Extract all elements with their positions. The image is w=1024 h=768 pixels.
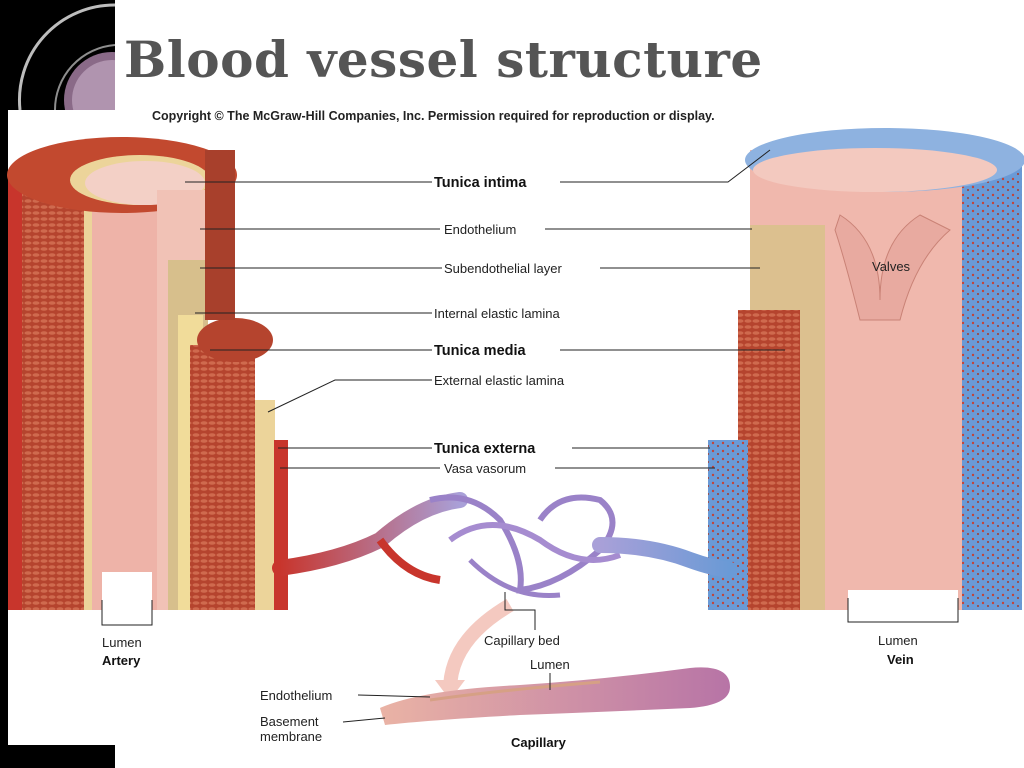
artery-lumen-gap bbox=[102, 572, 152, 622]
label-tunica-media: Tunica media bbox=[434, 343, 527, 359]
capillary-illustration bbox=[380, 598, 730, 725]
leader-external-elastic bbox=[267, 379, 432, 413]
bracket-artery-lumen bbox=[101, 600, 153, 626]
capillary-loop-2 bbox=[448, 522, 622, 563]
vein-lumen-gap bbox=[848, 590, 958, 625]
diagram-labels: Tunica intima Endothelium Subendothelial… bbox=[102, 175, 918, 750]
venule bbox=[592, 537, 738, 578]
artery-back-wall bbox=[205, 150, 235, 320]
artery-externa-cutaway bbox=[274, 440, 288, 610]
corner-decoration bbox=[0, 0, 115, 110]
vein-media-cutaway bbox=[738, 310, 800, 610]
vein-lumen-opening bbox=[753, 148, 997, 192]
vein-externa-cutaway bbox=[708, 440, 748, 610]
corner-arc-outer bbox=[17, 3, 115, 110]
label-artery: Artery bbox=[102, 653, 141, 668]
capillary-bed-network bbox=[272, 492, 738, 599]
label-vein: Vein bbox=[887, 652, 914, 667]
label-capillary-endothelium: Endothelium bbox=[260, 688, 332, 703]
vein-valve-flaps bbox=[834, 214, 951, 321]
artery-media-cutaway bbox=[190, 345, 255, 610]
arteriole-branch bbox=[376, 537, 441, 584]
leader-basement-membrane bbox=[342, 717, 386, 723]
arteriole bbox=[272, 492, 468, 576]
bracket-vein-lumen bbox=[847, 598, 959, 623]
artery-media-wall bbox=[22, 185, 84, 610]
label-tunica-intima: Tunica intima bbox=[434, 175, 527, 191]
label-basement-line1: Basement bbox=[260, 714, 319, 729]
artery-externa-edge bbox=[8, 170, 22, 610]
label-capillary: Capillary bbox=[511, 735, 567, 750]
artery-illustration bbox=[7, 137, 288, 622]
label-vasa-vasorum: Vasa vasorum bbox=[444, 461, 526, 476]
leader-lines bbox=[101, 149, 959, 723]
label-capillary-bed: Capillary bed bbox=[484, 633, 560, 648]
label-internal-elastic-lamina: Internal elastic lamina bbox=[434, 306, 560, 321]
capillary-tube bbox=[380, 667, 730, 725]
artery-elastic-band bbox=[84, 190, 92, 610]
label-valves: Valves bbox=[872, 259, 911, 274]
artery-external-elastic-cutaway bbox=[255, 400, 275, 610]
enlargement-arrow-head bbox=[435, 680, 465, 700]
enlargement-arrow-shaft bbox=[443, 598, 514, 691]
slide-header bbox=[0, 0, 1024, 110]
leader-capillary-endothelium bbox=[357, 694, 431, 698]
left-edge-bar bbox=[0, 110, 8, 768]
artery-inner-wall bbox=[92, 195, 157, 610]
label-artery-lumen: Lumen bbox=[102, 635, 142, 650]
label-tunica-externa: Tunica externa bbox=[434, 441, 536, 457]
label-external-elastic-lamina: External elastic lamina bbox=[434, 373, 565, 388]
copyright-notice: Copyright © The McGraw-Hill Companies, I… bbox=[152, 109, 715, 123]
capillary-loop-3 bbox=[468, 558, 561, 599]
vein-illustration bbox=[708, 128, 1024, 625]
leader-tunica-intima-vein bbox=[560, 149, 771, 183]
bottom-left-bar bbox=[0, 745, 115, 768]
corner-orb-highlight bbox=[72, 60, 115, 110]
label-basement-line2: membrane bbox=[260, 729, 322, 744]
corner-arc-inner bbox=[53, 44, 115, 110]
slide-title: Blood vessel structure bbox=[124, 30, 763, 89]
label-subendothelial-layer: Subendothelial layer bbox=[444, 261, 562, 276]
vein-externa-wall bbox=[960, 155, 1022, 610]
corner-arc-graphic bbox=[17, 3, 115, 110]
leader-capillary-bed bbox=[504, 592, 536, 630]
label-endothelium: Endothelium bbox=[444, 222, 516, 237]
label-capillary-lumen: Lumen bbox=[530, 657, 570, 672]
capillary-loop-1 bbox=[429, 494, 616, 594]
label-vein-lumen: Lumen bbox=[878, 633, 918, 648]
artery-media-rim bbox=[197, 318, 273, 362]
capillary-endothelium-edge bbox=[429, 680, 601, 702]
